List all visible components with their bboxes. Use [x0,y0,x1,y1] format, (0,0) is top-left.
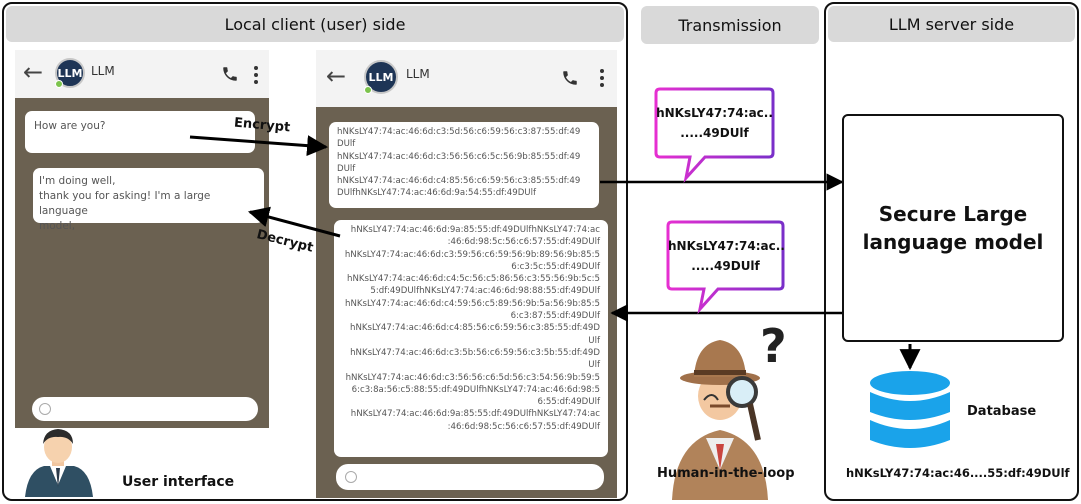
llm-avatar: LLM [364,60,398,94]
callout-bottom-line-1: hNKsLY47:74:ac.. [668,239,785,253]
llm-reply-line-1: I'm doing well, [39,175,116,187]
llm-box-line-2: language model [862,230,1044,254]
chat-contact-name: LLM [406,67,430,81]
phone-call-icon[interactable] [221,65,239,83]
encrypted-incoming-bubble: hNKsLY47:74:ac:46:6d:9a:85:55:df:49DUlfh… [334,220,608,457]
back-arrow-icon[interactable]: ← [23,58,44,86]
llm-reply-bubble: I'm doing well, thank you for asking! I'… [33,168,264,232]
phone-encrypted-chat: ← LLM LLM hNKsLY47:74:ac:46:6d:c3:5d:56:… [316,50,617,498]
user-message-text: How are you? [34,120,106,132]
more-options-icon[interactable] [254,66,258,84]
back-arrow-icon[interactable]: ← [326,62,347,90]
llm-reply-line-2: thank you for asking! I'm a large langua… [39,190,211,217]
client-header: Local client (user) side [6,6,624,42]
server-header: LLM server side [828,6,1075,42]
phone-plain-chat: ← LLM LLM How are you? I'm doing well, t… [15,50,269,428]
phone-call-icon[interactable] [561,69,579,87]
online-status-dot [55,80,63,88]
online-status-dot [364,86,372,94]
callout-bottom-text: hNKsLY47:74:ac.. .....49DUlf [668,236,785,276]
emoji-icon[interactable] [345,471,357,483]
question-mark-icon: ? [760,319,787,373]
message-input[interactable] [32,397,258,421]
emoji-icon[interactable] [39,403,51,415]
transmission-header: Transmission [641,6,819,44]
callout-bottom-shape [666,220,785,315]
message-input[interactable] [336,464,604,490]
user-interface-label: User interface [122,474,235,490]
database-label: Database [967,404,1037,419]
llm-reply-line-3: model, [39,220,76,232]
callout-bottom-line-2: .....49DUlf [691,259,760,273]
chat-header-bar-encrypted: ← LLM LLM [316,50,617,107]
more-options-icon[interactable] [600,69,604,87]
callout-top-text: hNKsLY47:74:ac.. .....49DUlf [656,103,773,143]
database-cipher-text: hNKsLY47:74:ac:46....55:df:49DUlf [846,466,1070,480]
callout-top-line-1: hNKsLY47:74:ac.. [656,106,773,120]
database-icon [870,371,950,448]
encrypt-arrow [189,135,329,157]
encrypted-outgoing-bubble: hNKsLY47:74:ac:46:6d:c3:5d:56:c6:59:56:c… [329,122,599,208]
detective-icon [672,340,768,500]
callout-top-line-2: .....49DUlf [680,126,749,140]
chat-contact-name: LLM [91,64,115,78]
user-avatar-icon [25,429,93,497]
chat-header-bar: ← LLM LLM [15,50,269,98]
human-in-loop-label: Human-in-the-loop [657,466,795,481]
decrypt-arrow [247,206,341,238]
secure-llm-box: Secure Large language model [842,114,1064,342]
user-message-bubble: How are you? [25,111,255,153]
llm-box-line-1: Secure Large [878,202,1028,226]
callout-top-shape [654,87,775,183]
